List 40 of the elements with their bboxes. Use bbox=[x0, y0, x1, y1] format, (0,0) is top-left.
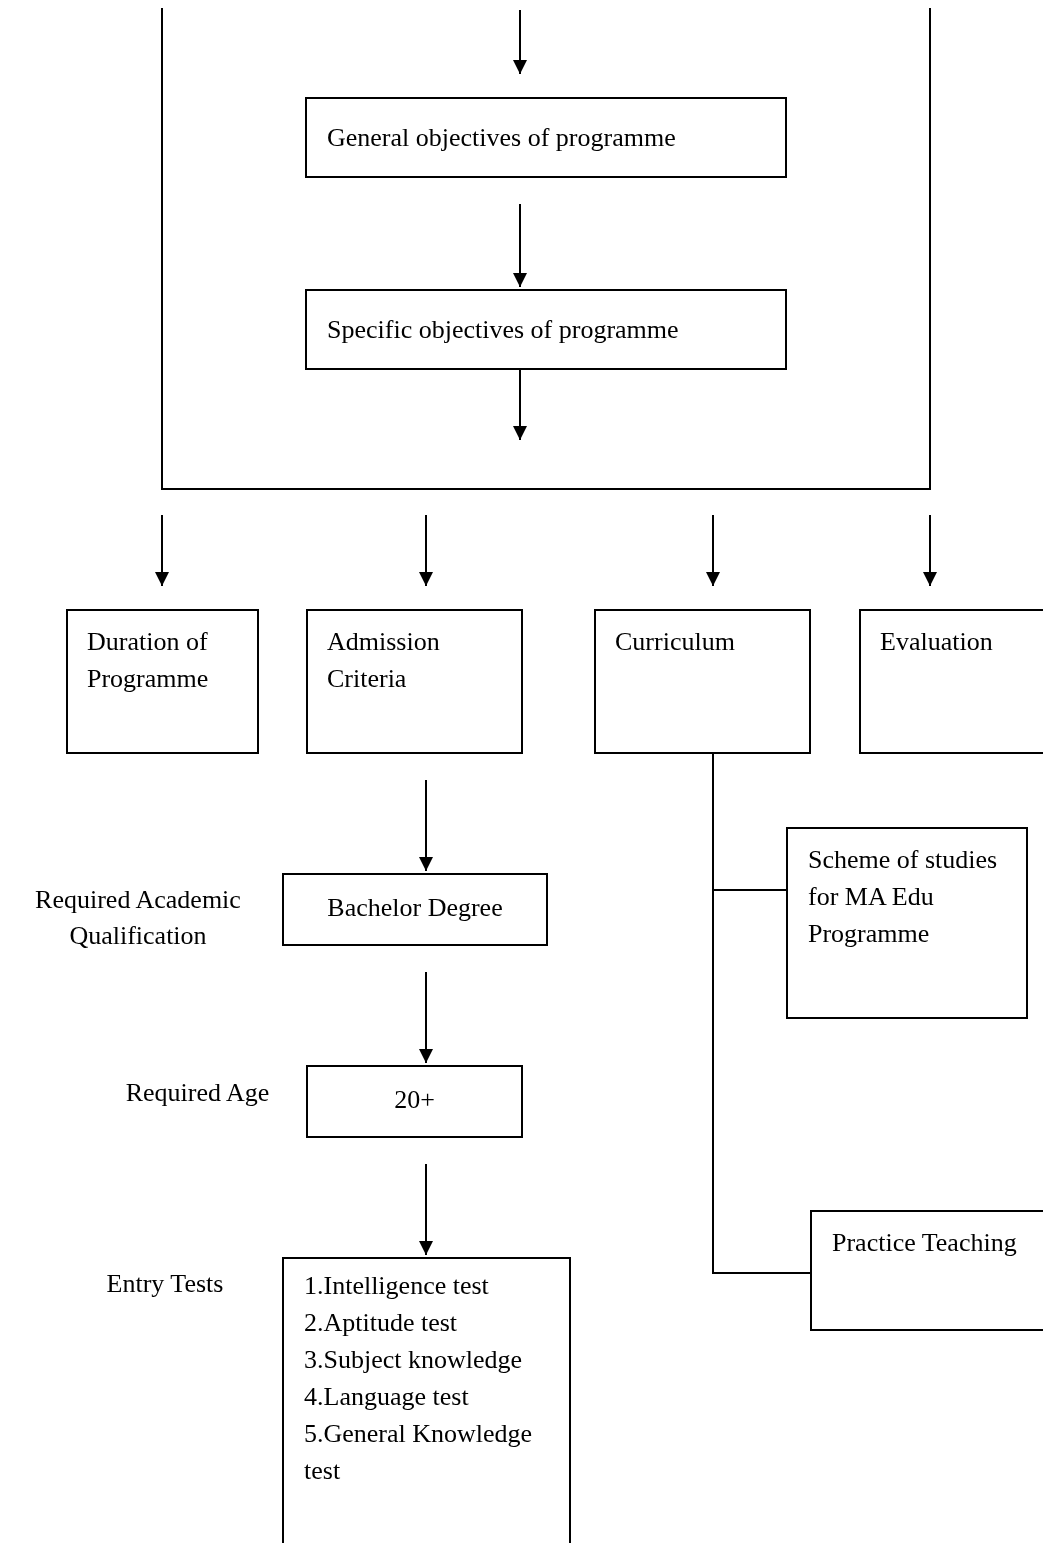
node-text: 1.Intelligence test bbox=[304, 1270, 490, 1302]
node-text: Admission Criteria bbox=[327, 626, 441, 695]
process-box bbox=[305, 289, 787, 370]
node-text: Curriculum bbox=[615, 626, 736, 658]
node-text: Scheme of studies for MA Edu Programme bbox=[808, 844, 999, 950]
process-box bbox=[66, 609, 259, 754]
node-text: Duration of Programme bbox=[87, 626, 210, 695]
node-text: Bachelor Degree bbox=[326, 892, 504, 924]
node-text: 3.Subject knowledge bbox=[304, 1344, 524, 1376]
node-text: 2.Aptitude test bbox=[304, 1307, 459, 1339]
arrow bbox=[513, 203, 527, 288]
side-label: Required Academic Qualification bbox=[34, 884, 242, 952]
arrow bbox=[419, 971, 433, 1064]
arrow bbox=[923, 514, 937, 587]
arrow bbox=[419, 1163, 433, 1256]
node-text: 5.General Knowledge test bbox=[304, 1418, 534, 1487]
arrow bbox=[419, 514, 433, 587]
process-box bbox=[810, 1210, 1043, 1331]
node-text: General objectives of programme bbox=[327, 122, 677, 154]
arrow bbox=[155, 514, 169, 587]
process-box bbox=[305, 97, 787, 178]
process-box bbox=[859, 609, 1043, 754]
side-label: Entry Tests bbox=[105, 1268, 225, 1300]
node-text: 4.Language test bbox=[304, 1381, 470, 1413]
arrow bbox=[419, 779, 433, 872]
arrow bbox=[513, 369, 527, 441]
process-box bbox=[306, 1065, 523, 1138]
process-box bbox=[594, 609, 811, 754]
process-box bbox=[282, 873, 548, 946]
node-text: Practice Teaching bbox=[832, 1227, 1018, 1259]
arrow bbox=[513, 9, 527, 75]
process-box bbox=[306, 609, 523, 754]
process-box bbox=[786, 827, 1028, 1019]
connector-line bbox=[712, 753, 811, 1274]
node-text: Evaluation bbox=[880, 626, 994, 658]
side-label: Required Age bbox=[124, 1077, 271, 1109]
process-box bbox=[282, 1257, 571, 1543]
node-text: Specific objectives of programme bbox=[327, 314, 680, 346]
arrow bbox=[706, 514, 720, 587]
node-text: 20+ bbox=[393, 1084, 436, 1116]
